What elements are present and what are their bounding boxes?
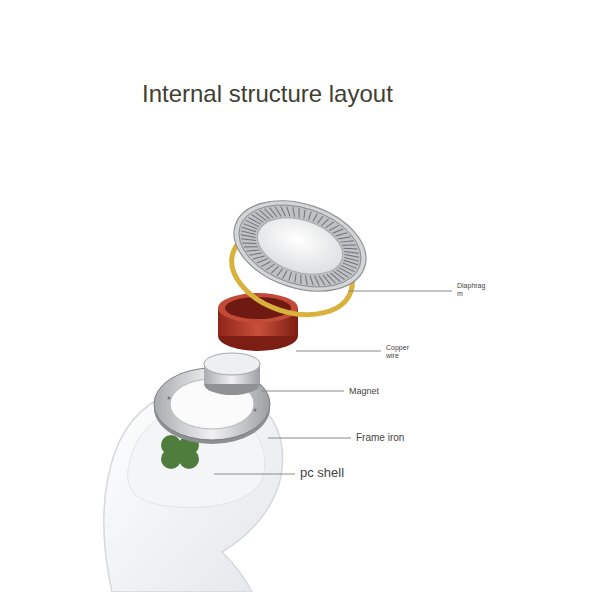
- diaphragm-pleat: [303, 275, 310, 285]
- diaphragm-pleat: [278, 207, 288, 217]
- diaphragm-pleat: [289, 272, 292, 281]
- diaphragm-pleat: [342, 263, 356, 269]
- diaphragm-pleat: [302, 210, 306, 219]
- diaphragm-pleat: [267, 208, 279, 217]
- part-label: pc shell: [300, 466, 344, 481]
- diaphragm-pleat: [308, 211, 311, 220]
- diaphragm-pleat: [335, 270, 349, 278]
- diaphragm-pleat: [317, 215, 323, 224]
- diaphragm-pleat: [284, 207, 292, 217]
- diaphragm-pleat: [290, 207, 297, 217]
- title: Internal structure layout: [142, 80, 393, 108]
- part-label: Copper wire: [386, 344, 416, 360]
- diaphragm-pleat: [254, 212, 268, 220]
- diaphragm-pleat: [293, 273, 297, 282]
- diaphragm-pleat: [307, 276, 315, 286]
- diaphragm-pleat: [313, 213, 317, 222]
- diaphragm-pleat: [322, 217, 329, 227]
- diaphragm-pleat: [325, 274, 337, 283]
- diaphragm-pleat: [263, 209, 275, 218]
- diaphragm-pleat: [329, 273, 342, 282]
- diaphragm-pleat: [321, 275, 333, 284]
- part-label: Frame iron: [356, 432, 404, 444]
- diaphragm-pleat: [332, 271, 346, 279]
- diaphragm-pleat: [338, 268, 352, 275]
- diaphragm-pleat: [312, 276, 322, 286]
- diaphragm-pleat: [271, 265, 278, 275]
- diaphragm-pleat: [344, 257, 358, 263]
- part-label: Diaphrag m: [457, 282, 493, 298]
- diaphragm-pleat: [245, 220, 260, 226]
- diaphragm-pleat: [340, 265, 355, 271]
- diaphragm-pleat: [296, 208, 302, 217]
- diaphragm-pleat: [298, 275, 304, 284]
- leader-lines: [214, 291, 452, 474]
- diaphragm: [222, 185, 377, 307]
- diaphragm-pleat: [277, 268, 283, 277]
- diaphragm-pleat: [258, 210, 271, 219]
- magnet: [204, 353, 260, 395]
- diaphragm-pleat: [250, 215, 264, 223]
- diaphragm-pleat: [247, 217, 261, 224]
- part-label: Magnet: [349, 386, 379, 396]
- diaphragm-pleat: [243, 224, 257, 230]
- diaphragm-pleat: [283, 270, 287, 279]
